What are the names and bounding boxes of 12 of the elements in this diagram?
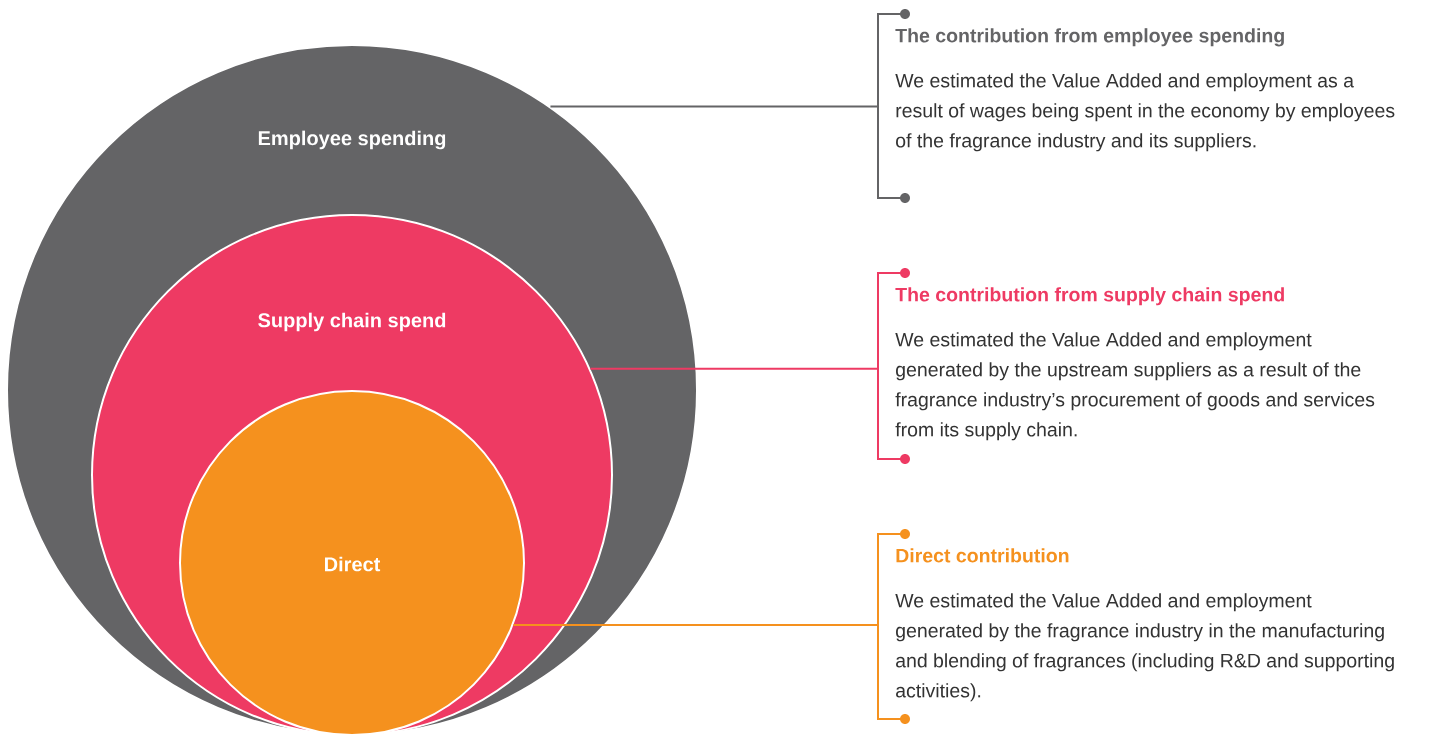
- node-label: We estimated the Value Added and employment as a result of wages being spent in the economy by employees of the fragrance industry and its suppliers.: [895, 73, 1395, 152]
- node-label: We estimated the Value Added and employment generated by the fragrance industry in the manufacturing and blending of fragrances (including R&D and supporting activities).: [895, 593, 1394, 702]
- node-label: The contribution from supply chain spend: [895, 287, 1284, 306]
- text-block: The contribution from employee spending We estimated the Value Added and employment as a result of wages being spent in the economy by employees of the fragrance industry and its suppliers.: [877, 9, 1395, 203]
- leader-line: [549, 105, 879, 108]
- leader-line: [512, 624, 879, 626]
- text-block: The contribution from supply chain spend We estimated the Value Added and employment generated by the upstream suppliers as a result of the fragrance industry’s procurement of goods and services from its supply chain.: [877, 268, 1375, 464]
- node-label: The contribution from employee spending: [895, 28, 1284, 47]
- node-label: We estimated the Value Added and employment generated by the upstream suppliers as a result of the fragrance industry’s procurement of goods and services from its supply chain.: [895, 332, 1375, 441]
- node-label: Direct contribution: [896, 548, 1069, 563]
- leader-line: [589, 367, 879, 370]
- text-block: Direct contribution We estimated the Value Added and employment generated by the fragrance industry in the manufacturing and blending of fragrances (including R&D and supporting activities).: [877, 529, 1394, 724]
